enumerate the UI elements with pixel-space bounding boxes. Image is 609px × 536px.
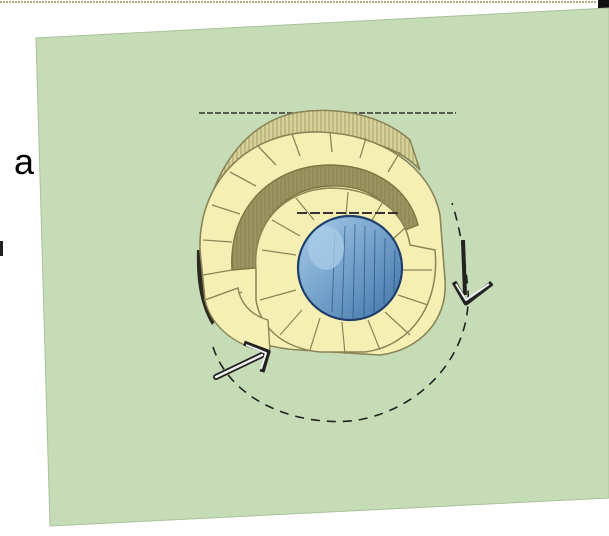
arrow-head-fill: [245, 344, 267, 370]
top-border-corner: [598, 0, 609, 9]
arrow-shaft-fill: [214, 353, 264, 379]
inner-seam: [391, 227, 406, 241]
rotation-arrow-icon: [213, 340, 271, 380]
outer-seam: [387, 151, 401, 173]
outer-seam: [202, 269, 233, 276]
inner-seam: [384, 311, 411, 336]
outer-seam: [329, 131, 333, 153]
inner-seam: [367, 319, 381, 351]
inner-seam: [279, 309, 303, 336]
inner-seam: [295, 197, 315, 221]
rotation-arrow-icon: [451, 239, 494, 306]
outer-seam: [211, 204, 241, 215]
panel-edge-mark: [0, 241, 3, 256]
water-texture: [331, 223, 396, 319]
arrow-head-fill: [455, 283, 490, 301]
outer-seam: [202, 239, 233, 243]
water-stroke: [383, 237, 386, 305]
outer-seam: [229, 171, 257, 187]
inner-wall-texture: [231, 165, 418, 270]
panel-label: a: [13, 141, 34, 182]
inner-seam: [259, 289, 297, 301]
inner-seam: [271, 219, 301, 237]
water-highlight: [308, 226, 344, 270]
inner-seam: [341, 321, 346, 355]
outer-seam: [359, 137, 367, 159]
outer-seam: [291, 133, 301, 157]
water-stroke: [393, 249, 396, 293]
inner-seam: [397, 294, 429, 306]
top-border-strip: [0, 0, 609, 9]
water-center: [296, 214, 404, 322]
water-stroke: [341, 225, 346, 319]
inner-seam: [309, 317, 321, 351]
arrow-shaft: [461, 239, 467, 296]
inner-seam: [261, 249, 297, 256]
inner-seam: [371, 199, 385, 221]
water-stroke: [363, 225, 366, 317]
outer-seam: [257, 145, 277, 166]
inner-seam: [345, 191, 349, 216]
water-stroke: [373, 229, 376, 313]
inner-ring-seams: [259, 191, 432, 355]
arrow-head-outline: [243, 340, 271, 373]
water-stroke: [352, 223, 356, 319]
